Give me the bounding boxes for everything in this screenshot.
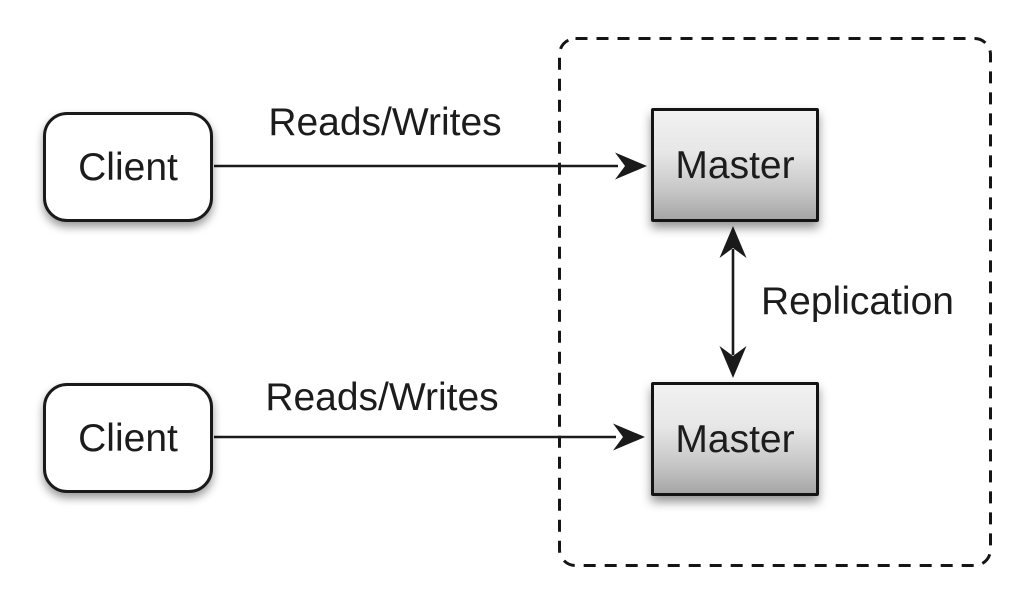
arrowhead-right-icon [615, 152, 647, 180]
edge-label-reads-writes-top: Reads/Writes [268, 101, 502, 144]
edge-reads-writes-bottom [214, 423, 645, 451]
edge-replication [719, 226, 747, 378]
node-client-top-label: Client [78, 145, 178, 189]
node-client-top: Client [43, 112, 213, 222]
edge-label-replication: Replication [761, 280, 954, 323]
arrowhead-down-icon [719, 346, 747, 378]
edge-reads-writes-top [214, 152, 647, 180]
node-client-bottom-label: Client [78, 416, 178, 460]
arrowhead-right-icon [613, 423, 645, 451]
arrowhead-up-icon [719, 226, 747, 258]
edge-label-reads-writes-bottom: Reads/Writes [265, 376, 499, 419]
node-master-top-label: Master [675, 143, 795, 187]
node-master-bottom: Master [651, 382, 819, 496]
replication-group-boundary [558, 37, 992, 567]
node-client-bottom: Client [43, 383, 213, 493]
node-master-bottom-label: Master [675, 417, 795, 461]
node-master-top: Master [651, 108, 819, 222]
